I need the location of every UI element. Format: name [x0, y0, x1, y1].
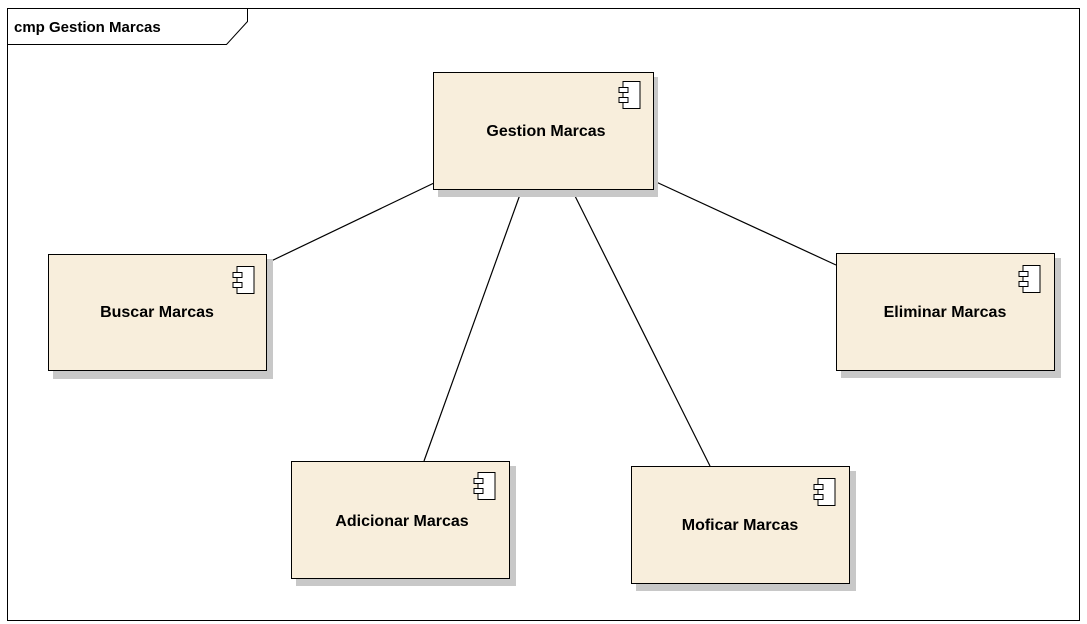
- component-box: [836, 253, 1055, 371]
- component-box: [433, 72, 654, 190]
- component-moficar-marcas[interactable]: Moficar Marcas: [631, 466, 857, 592]
- component-label: Eliminar Marcas: [884, 304, 1007, 321]
- component-icon: [618, 81, 641, 109]
- component-gestion-marcas[interactable]: Gestion Marcas: [433, 72, 659, 198]
- component-icon: [232, 266, 255, 294]
- component-eliminar-marcas[interactable]: Eliminar Marcas: [836, 253, 1062, 379]
- connectors: [266, 180, 837, 467]
- component-box: [631, 466, 850, 584]
- component-buscar-marcas[interactable]: Buscar Marcas: [48, 254, 274, 380]
- frame-title-tab: [7, 8, 248, 45]
- component-box: [291, 461, 510, 579]
- component-label: Buscar Marcas: [100, 304, 214, 321]
- component-label: Gestion Marcas: [486, 123, 605, 140]
- component-icon: [473, 472, 496, 500]
- component-icon: [1018, 265, 1041, 293]
- component-icon: [813, 478, 836, 506]
- component-label: Moficar Marcas: [682, 517, 799, 534]
- component-box: [48, 254, 267, 371]
- connector-gestion-buscar: [266, 182, 435, 264]
- component-label: Adicionar Marcas: [335, 513, 468, 530]
- connector-gestion-eliminar: [653, 180, 837, 266]
- connector-gestion-modificar: [572, 191, 711, 467]
- connector-gestion-adicionar: [423, 188, 523, 462]
- component-adicionar-marcas[interactable]: Adicionar Marcas: [291, 461, 517, 587]
- frame-title: cmp Gestion Marcas: [14, 19, 161, 36]
